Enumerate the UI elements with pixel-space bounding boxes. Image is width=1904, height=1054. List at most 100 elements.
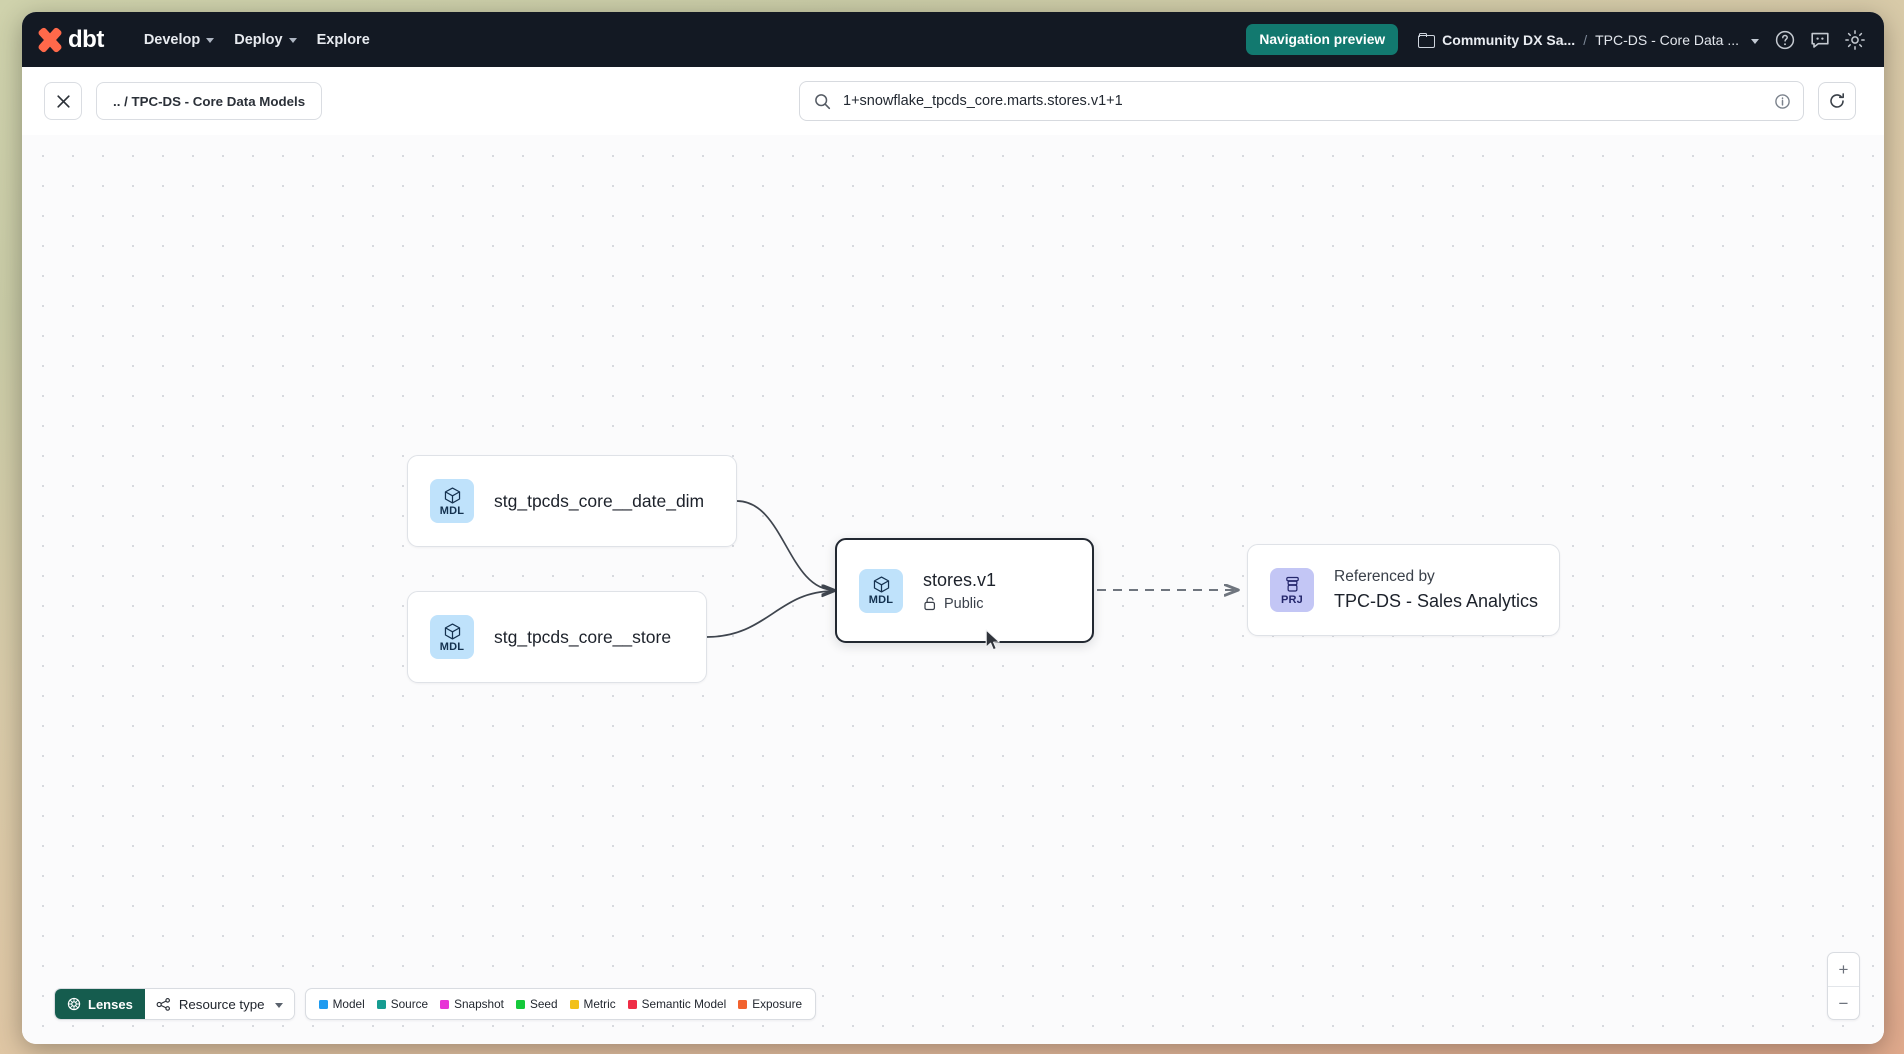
legend-label: Model [332, 997, 365, 1011]
mouse-cursor [985, 629, 1000, 651]
node-badge-label: MDL [868, 594, 894, 606]
cube-icon [444, 622, 460, 640]
chevron-down-icon [274, 1002, 283, 1008]
zoom-in-button[interactable]: + [1838, 960, 1849, 979]
edge-date-dim-to-stores [736, 500, 834, 590]
nav-item-explore-label: Explore [316, 31, 370, 48]
nav-item-develop[interactable]: Develop [134, 26, 224, 54]
legend-swatch [738, 999, 748, 1009]
legend-label: Snapshot [454, 997, 504, 1011]
node-body: Referenced by TPC-DS - Sales Analytics [1334, 568, 1538, 612]
legend-item-metric: Metric [569, 997, 616, 1011]
legend-item-exposure: Exposure [738, 997, 802, 1011]
node-badge-model: MDL [430, 479, 474, 523]
nav-item-deploy[interactable]: Deploy [224, 26, 306, 54]
feedback-icon[interactable] [1809, 29, 1831, 51]
zoom-out-button[interactable]: − [1828, 986, 1859, 1019]
legend-label: Exposure [752, 997, 803, 1011]
lineage-canvas[interactable]: MDL stg_tpcds_core__date_dim MDL [22, 135, 1884, 1044]
nav-item-deploy-label: Deploy [234, 31, 283, 48]
node-badge-label: MDL [439, 640, 465, 653]
resource-type-label: Resource type [178, 996, 265, 1012]
breadcrumb-project[interactable]: TPC-DS - Core Data ... [1595, 31, 1739, 48]
info-circle-icon[interactable] [1774, 93, 1791, 110]
legend-swatch [440, 999, 450, 1009]
lineage-search-bar[interactable] [799, 81, 1804, 121]
dbt-logo-icon [36, 26, 63, 53]
chevron-down-icon [206, 38, 215, 43]
lenses-button[interactable]: Lenses [55, 989, 145, 1019]
legend-swatch [376, 999, 386, 1009]
cube-icon [444, 486, 460, 504]
unlock-icon [924, 597, 936, 611]
close-icon [56, 94, 70, 108]
node-access-label: Public [944, 595, 984, 612]
chevron-down-icon [288, 38, 297, 43]
node-badge-label: PRJ [1281, 593, 1303, 606]
refresh-button[interactable] [1818, 82, 1856, 120]
lineage-bottom-controls: Lenses Resource type Model [54, 988, 817, 1020]
help-circle-icon[interactable] [1774, 29, 1796, 51]
breadcrumb-separator: / [1583, 31, 1588, 48]
brand-label: dbt [68, 25, 104, 53]
legend-item-snapshot: Snapshot [440, 997, 504, 1011]
node-body: stores.v1 Public [923, 570, 996, 612]
cube-icon [873, 576, 889, 593]
refresh-icon [1830, 93, 1844, 108]
project-stack-icon [1285, 576, 1299, 592]
node-title: stg_tpcds_core__store [494, 626, 672, 647]
legend-label: Semantic Model [641, 997, 727, 1011]
legend-swatch [318, 999, 328, 1009]
legend-item-source: Source [376, 997, 429, 1011]
lenses-label: Lenses [88, 996, 133, 1012]
nav-item-develop-label: Develop [143, 31, 201, 48]
search-input[interactable] [843, 93, 1762, 109]
lineage-node-stg-store[interactable]: MDL stg_tpcds_core__store [407, 591, 707, 683]
node-badge-label: MDL [439, 504, 465, 517]
node-body: stg_tpcds_core__date_dim [494, 491, 704, 512]
lineage-legend: Model Source Snapshot Seed Metric [304, 988, 817, 1020]
zoom-controls: + − [1827, 952, 1860, 1020]
edge-store-to-stores [706, 591, 834, 638]
breadcrumb-account[interactable]: Community DX Sa... [1442, 31, 1576, 48]
node-title: stores.v1 [923, 569, 997, 590]
topnav-breadcrumb: Community DX Sa... / TPC-DS - Core Data … [1418, 32, 1761, 48]
legend-swatch [569, 999, 579, 1009]
legend-item-model: Model [318, 997, 365, 1011]
chevron-down-icon[interactable] [1751, 38, 1759, 44]
gear-icon[interactable] [1844, 29, 1866, 51]
lens-icon [67, 997, 81, 1011]
node-badge-model: MDL [859, 568, 903, 613]
node-badge-project: PRJ [1270, 568, 1314, 612]
node-badge-model: MDL [430, 615, 474, 659]
search-icon [815, 93, 831, 109]
lineage-node-stg-date-dim[interactable]: MDL stg_tpcds_core__date_dim [407, 455, 737, 547]
legend-swatch [515, 999, 525, 1009]
dbt-logo[interactable]: dbt [36, 26, 104, 54]
node-title: TPC-DS - Sales Analytics [1334, 591, 1539, 611]
node-kicker: Referenced by [1334, 568, 1435, 585]
breadcrumb-pill[interactable]: .. / TPC-DS - Core Data Models [96, 82, 323, 120]
nodes-icon [156, 997, 170, 1011]
node-access: Public [923, 596, 996, 612]
lineage-node-stores-v1[interactable]: MDL stores.v1 Public [835, 538, 1094, 643]
nav-item-explore[interactable]: Explore [307, 26, 380, 54]
legend-label: Seed [529, 997, 558, 1011]
lenses-control-group: Lenses Resource type [54, 988, 295, 1020]
close-button[interactable] [44, 82, 82, 120]
node-title: stg_tpcds_core__date_dim [494, 490, 705, 511]
resource-type-button[interactable]: Resource type [144, 989, 294, 1019]
lineage-edges [706, 500, 1884, 638]
lineage-node-referenced-by-project[interactable]: PRJ Referenced by TPC-DS - Sales Analyti… [1247, 544, 1560, 636]
top-navigation-bar: dbt Develop Deploy Explore Navigation pr… [22, 12, 1884, 67]
folder-icon [1418, 33, 1436, 48]
node-body: stg_tpcds_core__store [494, 627, 671, 648]
legend-label: Source [390, 997, 429, 1011]
browser-window: dbt Develop Deploy Explore Navigation pr… [22, 12, 1884, 1044]
legend-item-semantic-model: Semantic Model [627, 997, 727, 1011]
legend-swatch [627, 999, 637, 1009]
lineage-toolbar: .. / TPC-DS - Core Data Models [22, 67, 1884, 135]
navigation-preview-button[interactable]: Navigation preview [1246, 24, 1399, 55]
legend-item-seed: Seed [515, 997, 558, 1011]
